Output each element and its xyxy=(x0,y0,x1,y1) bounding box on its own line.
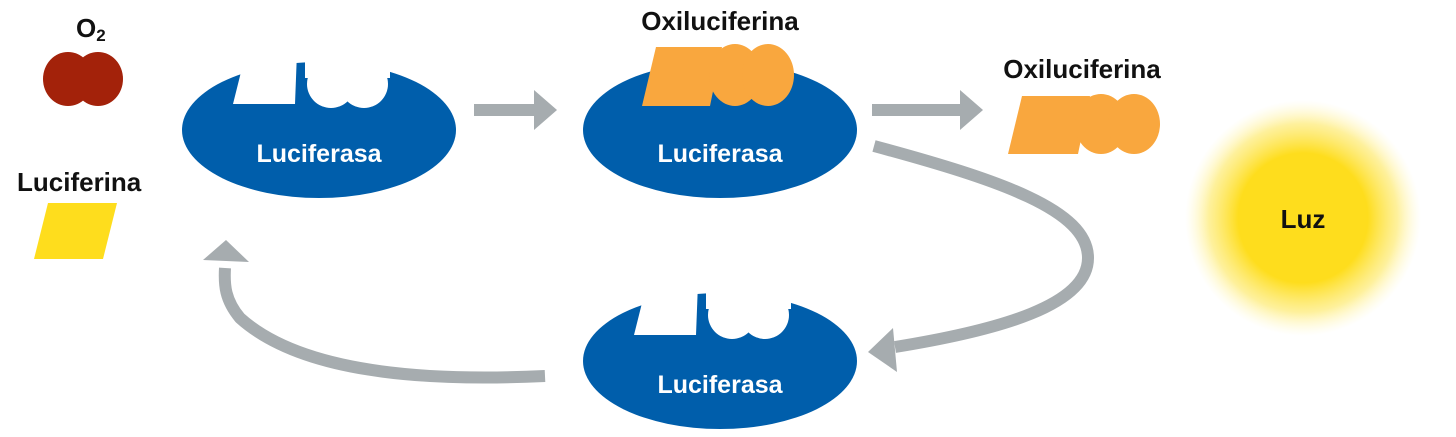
arrow-bind-head xyxy=(534,90,557,130)
enzyme-1-label: Luciferasa xyxy=(256,140,382,168)
arrow-return-left xyxy=(203,240,546,384)
oxyluciferin-free-label: Oxiluciferina xyxy=(1003,54,1161,84)
enzyme-2-label: Luciferasa xyxy=(657,140,783,168)
arrow-release-shaft xyxy=(872,104,962,116)
luciferin-shape xyxy=(34,203,117,259)
enzyme-3-pocket-luciferin xyxy=(634,283,698,335)
enzyme-2: Luciferasa xyxy=(583,44,857,198)
light-glow: Luz xyxy=(1185,100,1421,336)
arrow-return-right-head xyxy=(868,328,897,372)
enzyme-1-pocket-top xyxy=(305,58,390,78)
oxyluciferin-bound-shape xyxy=(642,44,794,106)
oxygen-atom-right xyxy=(73,52,123,106)
arrow-release-head xyxy=(960,90,983,130)
light-label: Luz xyxy=(1281,204,1326,234)
oxyluciferin-bound-ring-right xyxy=(742,44,794,106)
oxyluciferin-free-ring-right xyxy=(1108,94,1160,154)
oxyluciferin-free-block xyxy=(1008,96,1090,154)
enzyme-3-pocket-top xyxy=(706,289,791,309)
arrow-release xyxy=(872,90,983,130)
arrow-return-right xyxy=(868,140,1095,372)
arrow-return-left-curve xyxy=(218,267,546,384)
light-sun xyxy=(1185,100,1421,336)
arrow-bind xyxy=(474,90,557,130)
oxygen-molecule xyxy=(43,52,123,106)
enzyme-3: Luciferasa xyxy=(583,283,857,429)
oxygen-label: O2 xyxy=(76,13,106,45)
arrow-bind-shaft xyxy=(474,104,536,116)
enzyme-3-label: Luciferasa xyxy=(657,371,783,399)
oxyluciferin-bound-label: Oxiluciferina xyxy=(641,6,799,36)
arrow-return-right-curve xyxy=(872,140,1095,353)
enzyme-1-pocket-luciferin xyxy=(233,52,297,104)
luciferin-label: Luciferina xyxy=(17,167,142,197)
oxyluciferin-bound-block xyxy=(642,47,722,106)
oxyluciferin-free-shape xyxy=(1008,94,1160,154)
arrow-return-left-head xyxy=(203,240,249,262)
enzyme-1: Luciferasa xyxy=(182,52,456,198)
